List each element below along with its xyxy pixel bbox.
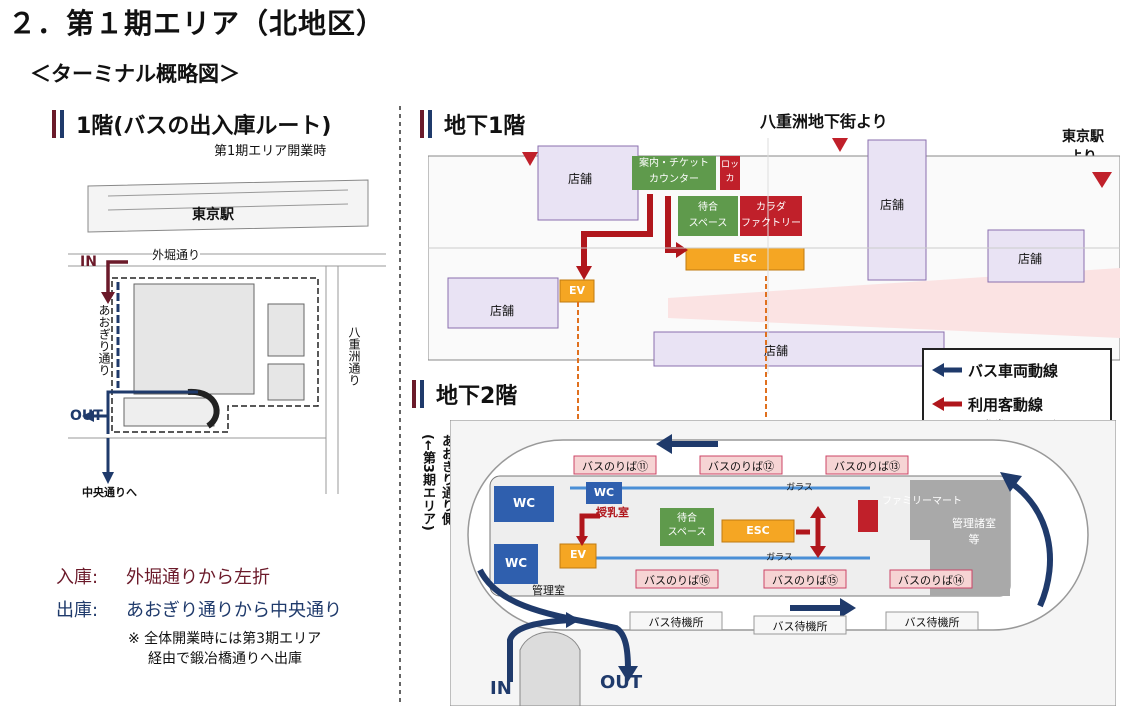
legend-passenger-arrow	[932, 397, 962, 411]
b1-bar-2	[428, 110, 432, 138]
b2-title: 地下2階	[436, 384, 518, 409]
b2-bar-1	[412, 380, 416, 408]
info-counter-line1: 案内・チケット	[639, 158, 709, 169]
platform-11: バスのりば⑪	[582, 460, 648, 473]
exit-label: 出庫:	[56, 600, 99, 621]
b2-esc-label: ESC	[746, 524, 770, 537]
locker-line1: ロッ	[720, 160, 739, 170]
karada-label: カラダ ファクトリー	[740, 200, 802, 232]
platform-13: バスのりば⑬	[834, 460, 900, 473]
glass-label-2: ガラス	[766, 553, 793, 563]
b1-shop-3: 店舗	[880, 198, 905, 212]
platform-14: バスのりば⑭	[898, 574, 964, 587]
legend-bus-arrow	[932, 363, 962, 377]
b1-bar-1	[420, 110, 424, 138]
b1-shop-5: 店舗	[764, 344, 789, 358]
entry-text: 外堀通りから左折	[126, 567, 270, 588]
b1-waiting-label: 待合 スペース	[678, 200, 738, 232]
b2-map: バスのりば⑪ バスのりば⑫ バスのりば⑬ バスのりば⑯ バスのりば⑮ バスのりば…	[449, 419, 1117, 707]
b1-ev-label: EV	[568, 284, 586, 297]
bus-wait-2: バス待機所	[772, 620, 828, 633]
tokyo-station-label: 東京駅	[192, 207, 234, 223]
b1-waiting-line2: スペース	[688, 218, 728, 229]
b1-waiting-line1: 待合	[698, 202, 718, 213]
tokyo-station-b1-line1: 東京駅	[1062, 129, 1104, 145]
floor1-map-svg	[68, 179, 386, 494]
floor1-subnote: 第1期エリア開業時	[214, 144, 327, 159]
page-title: ２．第１期エリア（北地区）	[8, 7, 386, 40]
floor1-map: 東京駅 外堀通り IN OUT あおぎり通り 八重洲通り 中央通りへ	[68, 176, 386, 499]
floor1-bar-1	[52, 110, 56, 138]
b1-shop-2: 店舗	[490, 304, 515, 318]
yaesu-label: 八重洲通り	[347, 326, 361, 386]
floor1-title: 1階(バスの出入庫ルート)	[76, 114, 332, 139]
remark-line2: 経由で鍛冶橋通りへ出庫	[148, 651, 302, 667]
kanri-room-label: 管理室	[532, 584, 565, 597]
b2-waiting-label: 待合 スペース	[660, 512, 714, 540]
info-counter-line2: カウンター	[649, 174, 699, 185]
legend-bus-label: バス車両動線	[968, 362, 1059, 380]
exit-text: あおぎり通りから中央通り	[126, 600, 342, 621]
floor1-out-label: OUT	[70, 408, 103, 424]
b2-map-svg	[449, 419, 1117, 707]
section-divider	[399, 106, 401, 706]
glass-label-1: ガラス	[786, 483, 813, 493]
legend-passenger-label: 利用客動線	[968, 396, 1044, 414]
b1-map: 店舗 店舗 店舗 店舗 店舗 案内・チケット カウンター ロッ カ 待合 スペー…	[427, 138, 1121, 374]
mgmt-line2: 等	[968, 533, 980, 546]
entry-label: 入庫:	[56, 567, 99, 588]
diagram-subtitle: ＜ターミナル概略図＞	[30, 62, 240, 86]
info-counter-label: 案内・チケット カウンター	[634, 156, 714, 188]
chuo-label: 中央通りへ	[82, 486, 137, 499]
locker-line2: カ	[725, 174, 735, 184]
karada-line2: ファクトリー	[741, 218, 801, 229]
wc-label-2: WC	[504, 556, 528, 570]
remark-line1: ※ 全体開業時には第3期エリア	[128, 631, 322, 647]
b2-ev-label: EV	[569, 548, 587, 561]
wc-label-1: WC	[512, 496, 536, 510]
aogiri-side-line2: (←第3期エリア)	[420, 434, 435, 531]
bus-wait-3: バス待機所	[904, 616, 960, 629]
nursing-room-label: 授乳室	[596, 506, 629, 519]
yaesu-chika-label: 八重洲地下街より	[760, 112, 888, 131]
wc-label-3: WC	[593, 486, 615, 499]
b2-waiting-line1: 待合	[677, 513, 697, 524]
sotobori-label: 外堀通り	[152, 246, 201, 263]
b1-title: 地下1階	[444, 114, 526, 139]
locker-label: ロッ カ	[720, 158, 740, 186]
b1-map-svg	[427, 138, 1121, 374]
floor1-bar-2	[60, 110, 64, 138]
b2-bar-2	[420, 380, 424, 408]
b2-waiting-line2: スペース	[667, 527, 707, 538]
b1-shop-4: 店舗	[1018, 252, 1043, 266]
b2-out-label: OUT	[600, 672, 643, 693]
karada-line1: カラダ	[756, 202, 786, 213]
aogiri-label: あおぎり通り	[97, 304, 111, 376]
platform-15: バスのりば⑮	[772, 574, 838, 587]
b2-in-label: IN	[490, 678, 512, 699]
bus-wait-1: バス待機所	[648, 616, 704, 629]
mgmt-line1: 管理諸室	[952, 517, 996, 530]
familymart-label: ファミリーマート	[882, 496, 962, 507]
platform-16: バスのりば⑯	[644, 574, 710, 587]
b1-shop-1: 店舗	[568, 172, 593, 186]
floor1-in-label: IN	[80, 254, 97, 270]
b1-esc-label: ESC	[733, 252, 757, 265]
platform-12: バスのりば⑫	[708, 460, 774, 473]
mgmt-label: 管理諸室 等	[944, 516, 1004, 548]
